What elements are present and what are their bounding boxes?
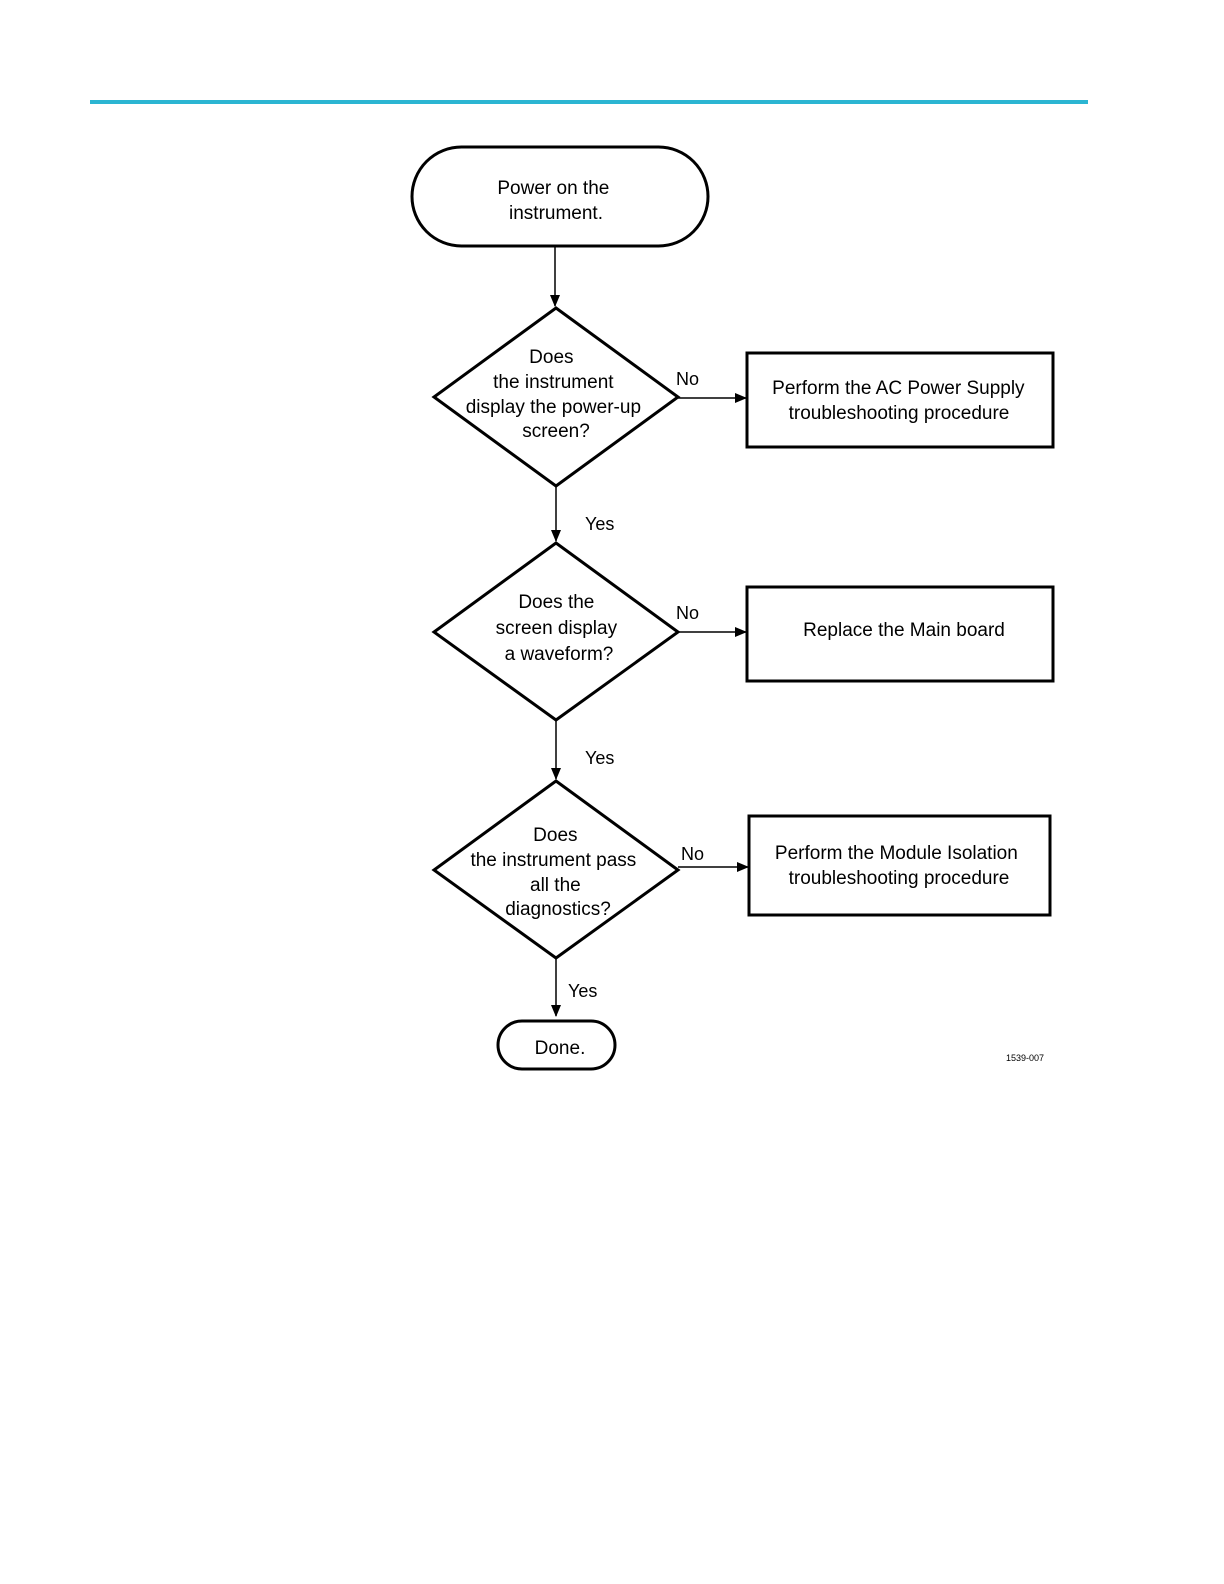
- decision-1-line: the instrument: [493, 372, 614, 393]
- decision-3-node: Does the instrument pass all the diagnos…: [431, 779, 681, 960]
- start-node-line: Power on the: [497, 178, 609, 199]
- edge-label-yes-2: Yes: [585, 748, 614, 768]
- decision-3-line: Does: [533, 825, 577, 846]
- decision-2-line: a waveform?: [505, 644, 614, 665]
- decision-3-line: the instrument pass: [470, 850, 636, 871]
- end-node-text: Done.: [535, 1038, 586, 1059]
- start-node-text: Power on the instrument.: [497, 178, 614, 224]
- action-2-text: Replace the Main board: [803, 620, 1005, 641]
- decision-1-node: Does the instrument display the power-up…: [431, 306, 681, 488]
- start-node: Power on the instrument.: [410, 145, 710, 248]
- action-1-line: troubleshooting procedure: [789, 403, 1010, 424]
- action-1-node: Perform the AC Power Supply troubleshoot…: [745, 351, 1055, 449]
- decision-2-line: screen display: [496, 618, 618, 639]
- decision-3-text: Does the instrument pass all the diagnos…: [470, 825, 641, 920]
- decision-1-line: display the power-up: [466, 397, 641, 418]
- decision-2-node: Does the screen display a waveform?: [431, 541, 681, 722]
- decision-1-line: screen?: [522, 421, 590, 442]
- decision-3-line: diagnostics?: [505, 899, 611, 920]
- decision-1-text: Does the instrument display the power-up…: [466, 347, 647, 442]
- edge-label-yes-3: Yes: [568, 981, 597, 1001]
- action-3-line: troubleshooting procedure: [789, 868, 1010, 889]
- header-rule: [90, 100, 1088, 104]
- action-2-line: Replace the Main board: [803, 620, 1005, 641]
- action-1-text: Perform the AC Power Supply troubleshoot…: [772, 378, 1030, 424]
- action-3-node: Perform the Module Isolation troubleshoo…: [747, 814, 1052, 917]
- decision-3-line: all the: [530, 875, 581, 896]
- figure-id: 1539-007: [1006, 1053, 1044, 1063]
- decision-2-line: Does the: [518, 592, 594, 613]
- decision-1-line: Does: [529, 347, 573, 368]
- edge-label-yes-1: Yes: [585, 514, 614, 534]
- action-3-text: Perform the Module Isolation troubleshoo…: [775, 843, 1023, 889]
- end-node: Done.: [496, 1019, 617, 1071]
- action-2-node: Replace the Main board: [745, 585, 1055, 683]
- end-node-line: Done.: [535, 1038, 586, 1059]
- edge-label-no-3: No: [681, 844, 704, 864]
- start-node-line: instrument.: [509, 203, 603, 224]
- decision-2-text: Does the screen display a waveform?: [496, 592, 623, 665]
- edge-label-no-1: No: [676, 369, 699, 389]
- edge-label-no-2: No: [676, 603, 699, 623]
- action-3-line: Perform the Module Isolation: [775, 843, 1018, 864]
- action-1-line: Perform the AC Power Supply: [772, 378, 1025, 399]
